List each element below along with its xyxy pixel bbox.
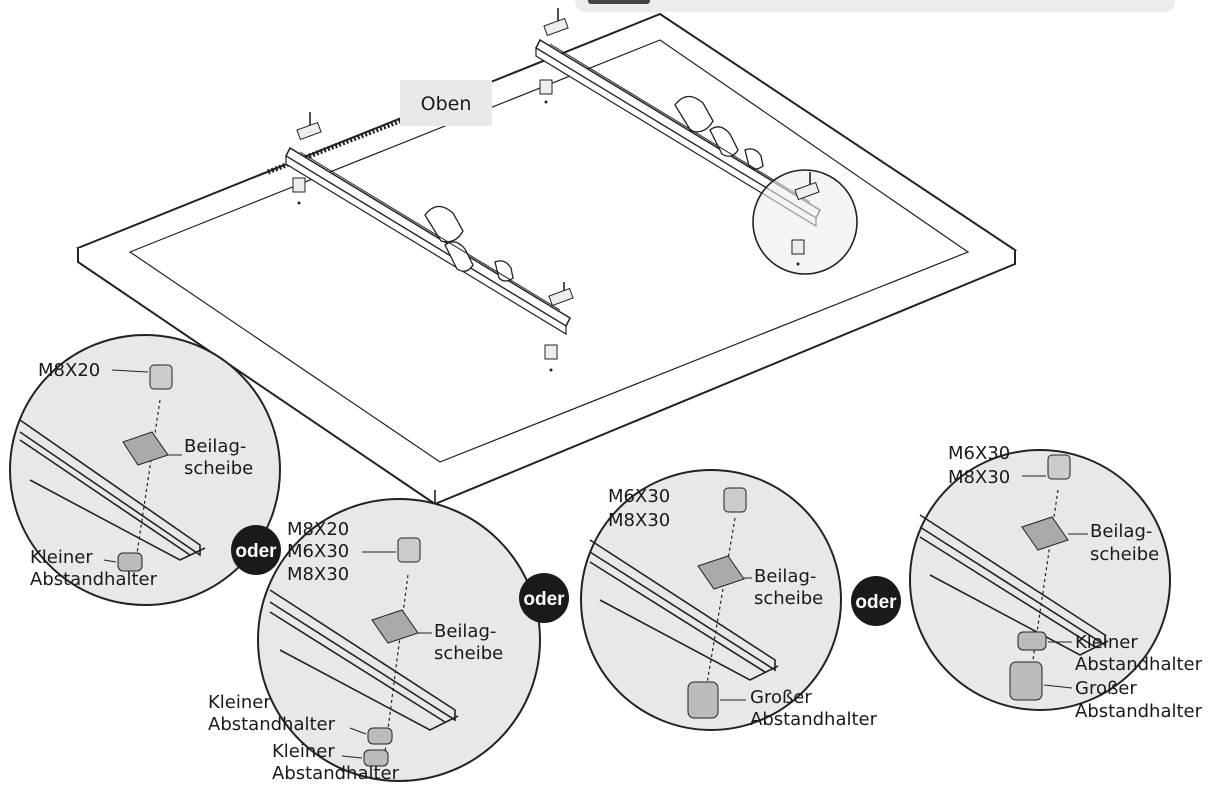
header-bar: [575, 0, 1175, 12]
detail-4-spacer-1-label-2: Abstandhalter: [1075, 654, 1203, 675]
oder-badge-1-label: oder: [235, 541, 277, 562]
oder-badge-3: [851, 576, 901, 626]
top-label: Oben: [421, 93, 472, 115]
detail-4-washer-label-1: Beilag-: [1090, 521, 1152, 542]
detail-3-screw-label-2: M8X30: [608, 510, 670, 531]
mounting-arm-left: [285, 112, 574, 372]
detail-4-spacer-2-label-2: Abstandhalter: [1075, 701, 1203, 722]
header-tab: [588, 0, 650, 4]
callout-circle: [752, 169, 858, 275]
oder-badge-2-label: oder: [523, 589, 565, 610]
detail-2-screw-label-3: M8X30: [287, 564, 349, 585]
detail-4-washer-label-2: scheibe: [1090, 544, 1159, 565]
oder-badge-3-label: oder: [855, 592, 897, 613]
detail-3-spacer-1-label-2: Abstandhalter: [750, 709, 878, 730]
detail-1-washer-label-1: Beilag-: [184, 436, 246, 457]
detail-2-spacer-2-label-2: Abstandhalter: [272, 763, 400, 784]
detail-1-screw-label-1: M8X20: [38, 360, 100, 381]
detail-4-screw-label-1: M6X30: [948, 443, 1010, 464]
detail-4-spacer-2-label-1: Großer: [1075, 678, 1137, 699]
top-label-box: [400, 80, 492, 126]
detail-1-spacer-1-label-2: Abstandhalter: [30, 569, 158, 590]
detail-4-spacer-1-label-1: Kleiner: [1075, 632, 1138, 653]
detail-circle-1: M8X20 Beilag- scheibe Kleiner Abstandhal…: [9, 334, 281, 606]
mounting-arm-right: [535, 8, 821, 228]
detail-3-washer-label-2: scheibe: [754, 588, 823, 609]
detail-4-screw-label-2: M8X30: [948, 467, 1010, 488]
detail-2-screw-label-1: M8X20: [287, 519, 349, 540]
detail-2-screw-label-2: M6X30: [287, 541, 349, 562]
detail-3-spacer-1-label-1: Großer: [750, 687, 812, 708]
detail-circle-2: M8X20 M6X30 M8X30 Beilag- scheibe Kleine…: [208, 498, 541, 784]
oder-badge-2: [519, 573, 569, 623]
detail-1-washer-label-2: scheibe: [184, 458, 253, 479]
detail-2-washer-label-1: Beilag-: [434, 621, 496, 642]
detail-circle-4: M6X30 M8X30 Beilag- scheibe Kleiner Abst…: [909, 443, 1203, 722]
detail-circle-3: M6X30 M8X30 Beilag- scheibe Großer Absta…: [580, 469, 878, 731]
detail-2-spacer-1-label-2: Abstandhalter: [208, 714, 336, 735]
oder-badge-1: [231, 525, 281, 575]
detail-2-washer-label-2: scheibe: [434, 643, 503, 664]
detail-1-spacer-1-label-1: Kleiner: [30, 547, 93, 568]
detail-3-washer-label-1: Beilag-: [754, 566, 816, 587]
detail-2-spacer-2-label-1: Kleiner: [272, 741, 335, 762]
detail-2-spacer-1-label-1: Kleiner: [208, 692, 271, 713]
detail-3-screw-label-1: M6X30: [608, 486, 670, 507]
